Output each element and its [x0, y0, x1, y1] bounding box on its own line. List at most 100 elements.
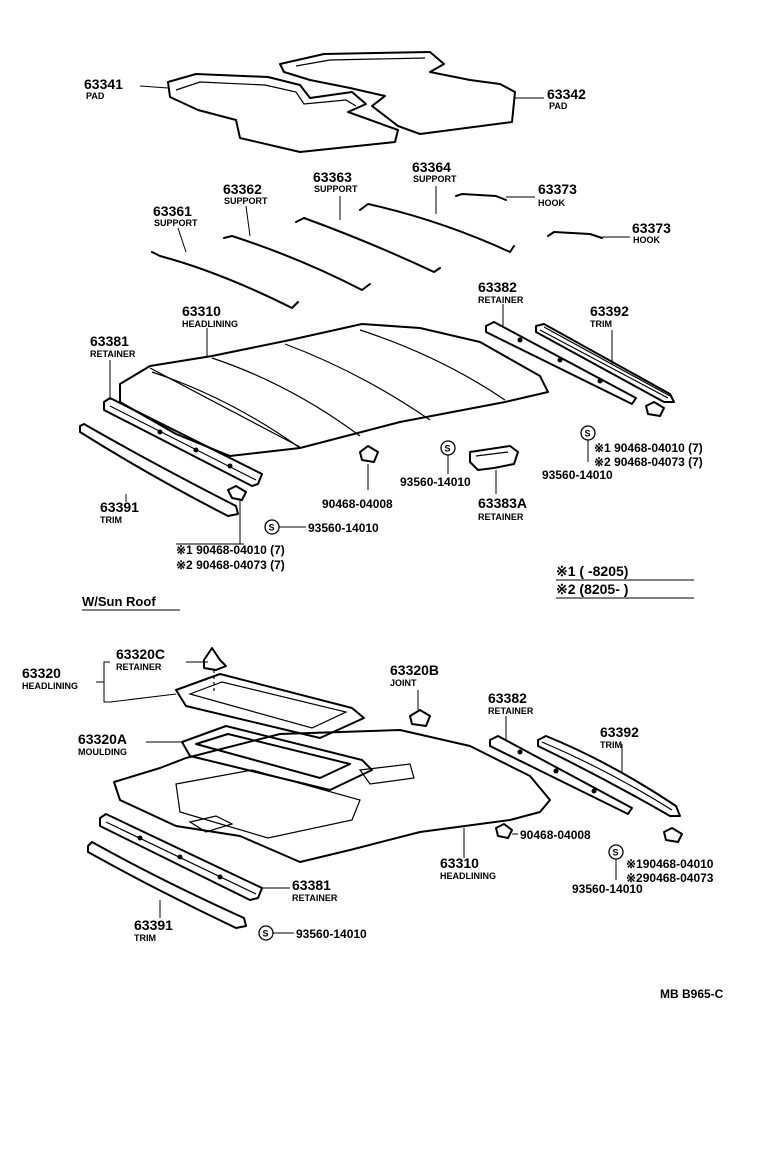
center-clip-label: 90468-04008 — [322, 497, 393, 511]
support-63361 — [151, 251, 299, 309]
pad-left-number: 63341 — [84, 76, 123, 92]
support-63363 — [295, 217, 441, 273]
support4-number: 63364 — [412, 159, 451, 175]
pad-left-name: PAD — [86, 91, 105, 101]
right-clip — [645, 401, 665, 417]
headlining-assy-number: 63320 — [22, 665, 61, 681]
svg-text:S: S — [445, 444, 451, 454]
hook2-name: HOOK — [633, 235, 661, 245]
retainer-63382-lower — [489, 735, 633, 815]
trim-front-lower-number: 63391 — [134, 917, 173, 933]
svg-text:S: S — [585, 429, 591, 439]
screw-center-label: 93560-14010 — [400, 475, 471, 489]
headlining-upper-name: HEADLINING — [182, 319, 238, 329]
screw-lower-right-symbol: S — [608, 844, 624, 860]
headlining-63310-lower — [113, 729, 551, 863]
joint-name: JOINT — [390, 678, 417, 688]
retainer-a-name: RETAINER — [478, 512, 524, 522]
retainer-63382-upper — [485, 321, 637, 405]
retainer-a-number: 63383A — [478, 495, 527, 511]
lower-clip-04008 — [495, 823, 513, 839]
retainer-rear-lower-number: 63382 — [488, 690, 527, 706]
headlining-assy-name: HEADLINING — [22, 681, 78, 691]
right-screw-label: 93560-14010 — [542, 468, 613, 482]
hook-63373-upper — [455, 193, 507, 201]
retainer-front-number: 63381 — [90, 333, 129, 349]
support2-name: SUPPORT — [224, 196, 268, 206]
trim-rear-number: 63392 — [590, 303, 629, 319]
svg-text:S: S — [269, 523, 275, 533]
trim-63391-upper — [79, 423, 239, 517]
screw-center-symbol: S — [440, 440, 456, 456]
pad-right-number: 63342 — [547, 86, 586, 102]
retainer-front-lower-number: 63381 — [292, 877, 331, 893]
trim-63392-lower — [537, 735, 681, 817]
headlining-lower-number: 63310 — [440, 855, 479, 871]
lower-clip1: ※190468-04010 — [626, 857, 714, 871]
pad-right-name: PAD — [549, 101, 568, 111]
pad-right-63342 — [279, 51, 516, 135]
screw-front-label: 93560-14010 — [308, 521, 379, 535]
retainer-front-lower-name: RETAINER — [292, 893, 338, 903]
retainer-rear-name: RETAINER — [478, 295, 524, 305]
right-clip2: ※2 90468-04073 (7) — [594, 455, 703, 469]
retainer-rear-number: 63382 — [478, 279, 517, 295]
hook1-name: HOOK — [538, 198, 566, 208]
support4-name: SUPPORT — [413, 174, 457, 184]
front-clip2: ※2 90468-04073 (7) — [176, 558, 285, 572]
support-63364 — [359, 203, 515, 253]
hook-63373-lower — [547, 231, 603, 239]
support1-number: 63361 — [153, 203, 192, 219]
trim-rear-lower-number: 63392 — [600, 724, 639, 740]
front-clip1: ※1 90468-04010 (7) — [176, 543, 285, 557]
headlining-lower-name: HEADLINING — [440, 871, 496, 881]
hook1-number: 63373 — [538, 181, 577, 197]
moulding-number: 63320A — [78, 731, 127, 747]
svg-text:S: S — [263, 929, 269, 939]
retainer-c-clip — [203, 647, 227, 671]
retainer-63381-lower — [99, 813, 263, 901]
retainer-c-name: RETAINER — [116, 662, 162, 672]
joint-63320B — [409, 709, 431, 727]
note-line1: ※1 ( -8205) — [556, 563, 628, 579]
diagram-code: MB B965-C — [660, 987, 724, 1001]
pad-left-63341 — [167, 73, 399, 153]
support3-name: SUPPORT — [314, 184, 358, 194]
trim-rear-lower-name: TRIM — [600, 740, 622, 750]
lower-clip-label: 90468-04008 — [520, 828, 591, 842]
lower-right-clip — [663, 827, 683, 843]
retainer-63383A — [469, 445, 519, 471]
trim-63392-upper — [535, 323, 675, 403]
support-63362 — [223, 235, 371, 291]
moulding-name: MOULDING — [78, 747, 127, 757]
joint-number: 63320B — [390, 662, 439, 678]
front-clip — [227, 485, 247, 501]
center-clip — [359, 445, 379, 463]
trim-front-lower-name: TRIM — [134, 933, 156, 943]
trim-front-number: 63391 — [100, 499, 139, 515]
right-clip1: ※1 90468-04010 (7) — [594, 441, 703, 455]
lower-clip2: ※290468-04073 — [626, 871, 714, 885]
retainer-c-number: 63320C — [116, 646, 165, 662]
screw-front-symbol: S — [264, 519, 280, 535]
note-line2: ※2 (8205- ) — [556, 581, 628, 597]
trim-front-name: TRIM — [100, 515, 122, 525]
headlining-upper-number: 63310 — [182, 303, 221, 319]
trim-rear-name: TRIM — [590, 319, 612, 329]
svg-text:S: S — [613, 848, 619, 858]
support2-number: 63362 — [223, 181, 262, 197]
hook2-number: 63373 — [632, 220, 671, 236]
trim-63391-lower — [87, 841, 247, 929]
section-title-sunroof: W/Sun Roof — [82, 594, 156, 609]
screw-lower-front-symbol: S — [258, 925, 274, 941]
screw-lower-right-label: 93560-14010 — [572, 882, 643, 896]
retainer-63320C — [175, 673, 365, 739]
retainer-front-name: RETAINER — [90, 349, 136, 359]
retainer-rear-lower-name: RETAINER — [488, 706, 534, 716]
screw-lower-front-label: 93560-14010 — [296, 927, 367, 941]
retainer-63381-upper — [103, 397, 263, 487]
support1-name: SUPPORT — [154, 218, 198, 228]
screw-right-symbol: S — [580, 425, 596, 441]
support3-number: 63363 — [313, 169, 352, 185]
